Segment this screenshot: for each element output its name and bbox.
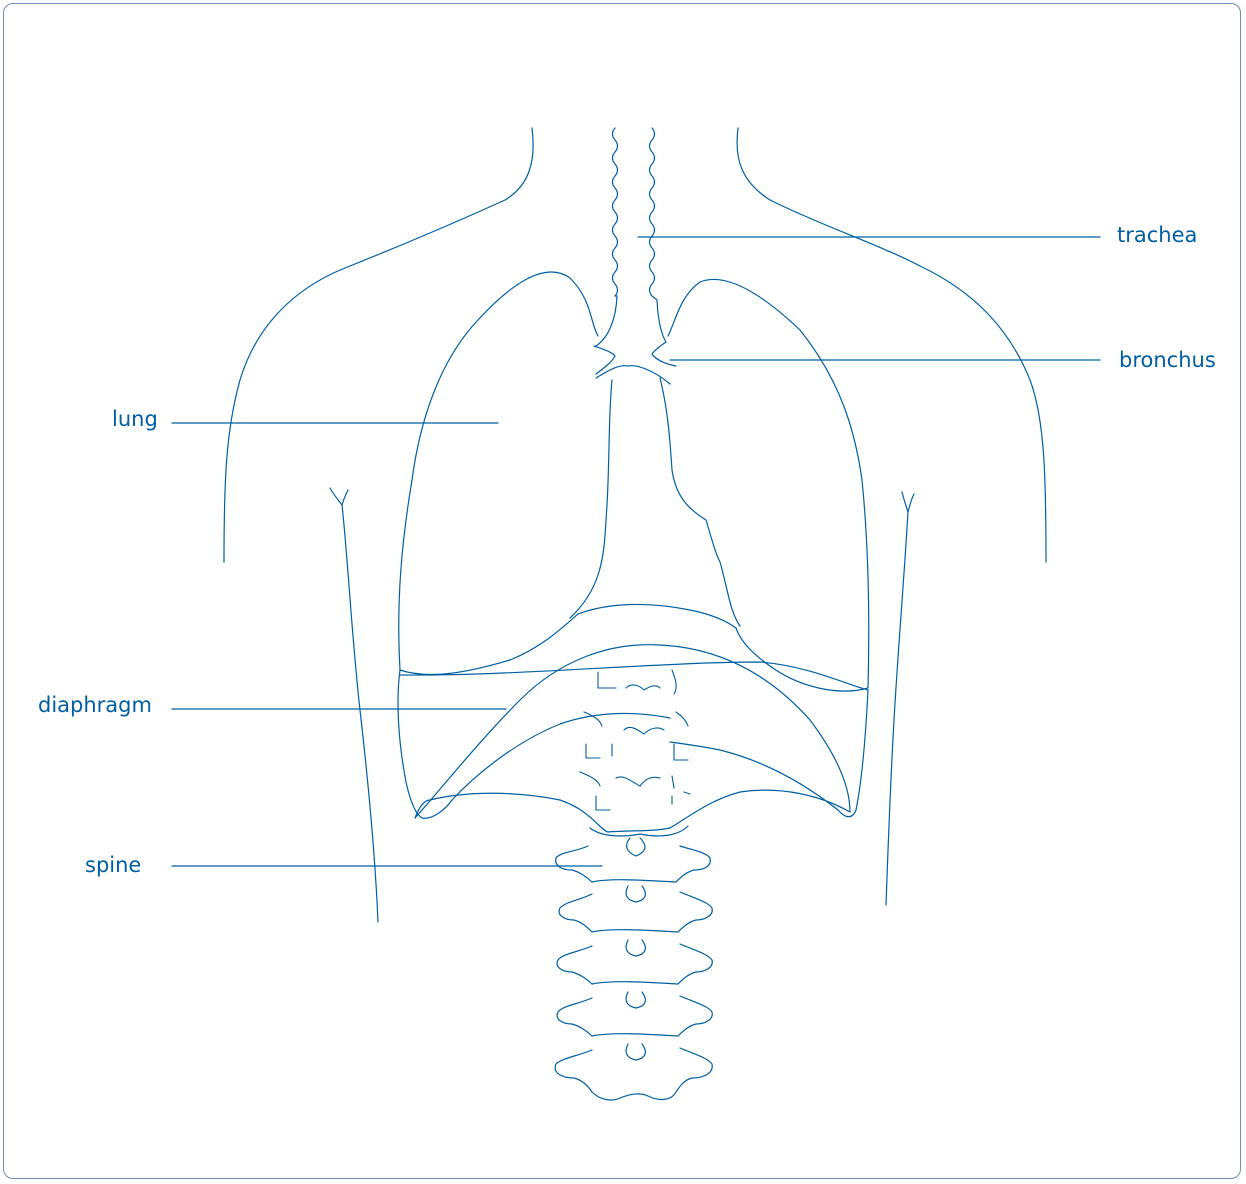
vertebrae-sketch	[580, 670, 690, 810]
diaphragm-label: diaphragm	[38, 695, 152, 716]
body-outline	[224, 128, 1046, 922]
trachea-label: trachea	[1117, 225, 1197, 246]
leader-lines	[172, 237, 1100, 866]
lung-label: lung	[112, 409, 158, 430]
spine-shape	[555, 826, 712, 1100]
bronchus-shape	[570, 342, 740, 626]
bronchus-label: bronchus	[1119, 350, 1216, 371]
spine-label: spine	[85, 855, 141, 876]
right-lung-shape	[668, 279, 869, 691]
left-lung-shape	[399, 272, 598, 675]
diaphragm-shape	[398, 604, 868, 832]
